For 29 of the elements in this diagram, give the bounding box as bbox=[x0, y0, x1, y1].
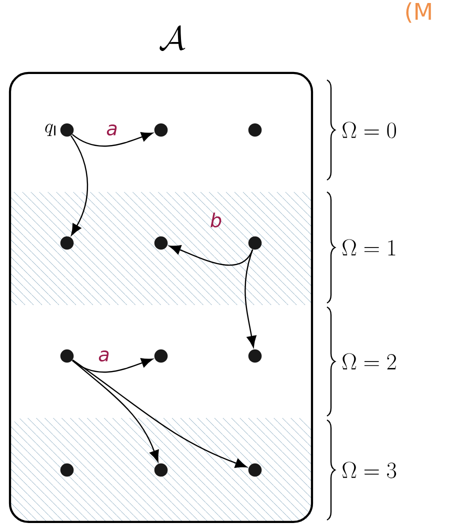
arrow bbox=[72, 359, 247, 468]
level-label: $\Omega = 1$ bbox=[342, 239, 396, 256]
level-label: $\Omega = 3$ bbox=[342, 462, 396, 478]
state-dot bbox=[60, 123, 74, 137]
state-dot bbox=[248, 123, 262, 137]
partial-heading: (M bbox=[406, 2, 431, 23]
state-dot bbox=[154, 463, 168, 477]
edge-label: b bbox=[210, 212, 222, 228]
automaton-title: $\mathcal{A}$ bbox=[160, 25, 186, 51]
state-dot bbox=[60, 236, 74, 250]
state-label: $q_\mathrm{I}$ bbox=[45, 124, 56, 136]
edge-label: a bbox=[98, 350, 109, 362]
state-dot bbox=[60, 463, 74, 477]
level-label: $\Omega = 0$ bbox=[342, 122, 396, 138]
level-label: $\Omega = 2$ bbox=[342, 353, 396, 370]
arrow bbox=[72, 360, 159, 462]
state-dot bbox=[154, 236, 168, 250]
automaton-box bbox=[8, 72, 314, 524]
edge-label: a bbox=[106, 124, 117, 136]
state-dot bbox=[248, 463, 262, 477]
state-dot bbox=[248, 349, 262, 363]
arrow bbox=[244, 249, 256, 348]
state-dot bbox=[154, 349, 168, 363]
arrow bbox=[72, 132, 153, 147]
arrow bbox=[70, 135, 88, 236]
state-dot bbox=[154, 123, 168, 137]
state-dot bbox=[60, 349, 74, 363]
arrow bbox=[169, 245, 254, 266]
state-dot bbox=[248, 236, 262, 250]
